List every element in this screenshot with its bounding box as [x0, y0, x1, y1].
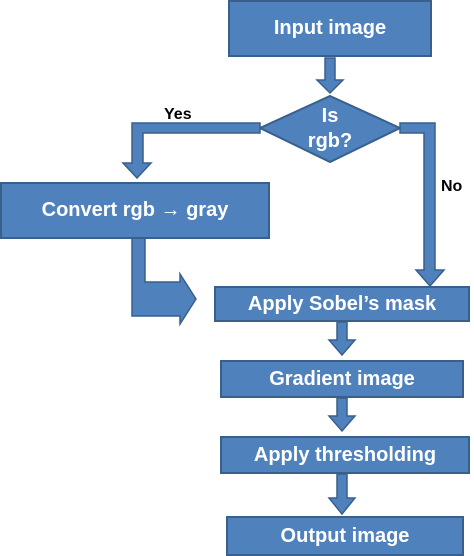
input-image-label: Input image [273, 17, 387, 39]
arrow-threshold-to-output [327, 473, 357, 516]
yes-edge-label: Yes [164, 106, 192, 123]
convert-gray-node: Convert rgb → gray [0, 182, 270, 239]
sobel-mask-node: Apply Sobel’s mask [214, 286, 470, 322]
arrow-input-to-decision [315, 57, 345, 95]
decision-diamond [257, 94, 403, 164]
thresholding-label: Apply thresholding [253, 443, 437, 466]
arrow-gradient-to-threshold [327, 397, 357, 433]
decision-label: Is rgb? [280, 104, 380, 154]
arrow-sobel-to-gradient [327, 321, 357, 357]
thresholding-node: Apply thresholding [220, 436, 470, 474]
arrow-yes-to-convert [121, 122, 261, 180]
input-image-node: Input image [228, 0, 432, 57]
decision-label-line1: Is [321, 105, 339, 127]
output-image-node: Output image [226, 516, 464, 556]
decision-label-line2: rgb? [307, 130, 353, 152]
gradient-image-label: Gradient image [269, 367, 415, 390]
arrow-no-to-sobel [399, 122, 446, 288]
convert-gray-label: Convert rgb → gray [41, 199, 229, 221]
output-image-label: Output image [280, 524, 410, 547]
no-edge-label: No [441, 178, 463, 195]
gradient-image-node: Gradient image [220, 360, 464, 398]
arrow-convert-to-sobel [131, 237, 197, 327]
sobel-mask-label: Apply Sobel’s mask [247, 292, 437, 315]
